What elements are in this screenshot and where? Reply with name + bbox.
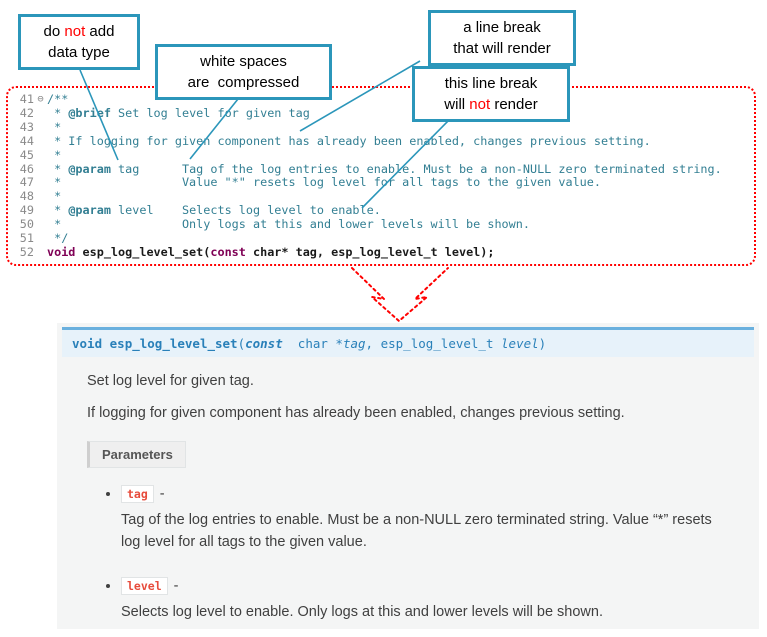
line-number: 49 bbox=[19, 203, 34, 218]
parameter-item: tag- Tag of the log entries to enable. M… bbox=[121, 485, 735, 554]
code-editor: 41⊖/**42 * @brief Set log level for give… bbox=[6, 86, 756, 266]
code-line: 44 * If logging for given component has … bbox=[12, 133, 752, 149]
code-text: * Only logs at this and lower levels wil… bbox=[47, 217, 530, 232]
code-line: 48 * bbox=[12, 189, 752, 204]
code-text: * bbox=[47, 119, 62, 134]
function-signature: void esp_log_level_set(const char *tag, … bbox=[62, 327, 754, 357]
code-text: * If logging for given component has alr… bbox=[47, 133, 651, 148]
code-text: void esp_log_level_set(const char* tag, … bbox=[47, 244, 495, 259]
fold-collapse-icon: ⊖ bbox=[37, 93, 44, 105]
fold-gutter bbox=[34, 107, 47, 121]
details-text: If logging for given component has alrea… bbox=[87, 405, 625, 421]
fold-gutter bbox=[34, 135, 47, 149]
code-line: 50 * Only logs at this and lower levels … bbox=[12, 217, 752, 232]
code-line: 45 * bbox=[12, 147, 752, 163]
fold-gutter bbox=[34, 121, 47, 135]
param-term-line: tag- bbox=[121, 485, 735, 503]
render-arrow-icon bbox=[351, 267, 449, 323]
line-number: 51 bbox=[19, 231, 34, 246]
fold-gutter bbox=[34, 218, 47, 232]
docs-body: Set log level for given tag. If logging … bbox=[87, 373, 735, 623]
line-number: 47 bbox=[19, 175, 34, 190]
code-text: */ bbox=[47, 231, 69, 246]
fold-gutter bbox=[34, 190, 47, 204]
fold-gutter bbox=[34, 246, 47, 260]
code-text: * @param tag Tag of the log entries to e… bbox=[47, 161, 722, 176]
code-line: 42 * @brief Set log level for given tag bbox=[12, 105, 752, 121]
param-name-level: level bbox=[121, 576, 168, 595]
param-desc-tag: Tag of the log entries to enable. Must b… bbox=[121, 512, 712, 551]
line-number: 41 bbox=[19, 92, 34, 106]
line-number: 50 bbox=[19, 217, 34, 232]
param-separator: - bbox=[173, 577, 179, 594]
code-text: * Value "*" resets log level for all tag… bbox=[47, 175, 601, 190]
param-name-tag: tag bbox=[121, 485, 154, 503]
line-number: 45 bbox=[19, 147, 34, 162]
line-number: 44 bbox=[19, 133, 34, 148]
fold-gutter bbox=[34, 204, 47, 218]
code-line: 46 * @param tag Tag of the log entries t… bbox=[12, 161, 752, 177]
code-text: * @brief Set log level for given tag bbox=[47, 105, 310, 120]
code-line: 47 * Value "*" resets log level for all … bbox=[12, 175, 752, 190]
parameter-item: level- Selects log level to enable. Only… bbox=[121, 576, 735, 623]
line-number: 52 bbox=[19, 244, 34, 259]
line-number: 42 bbox=[19, 105, 34, 120]
parameters-heading: Parameters bbox=[87, 441, 186, 468]
code-line: 52 void esp_log_level_set(const char* tag… bbox=[12, 244, 752, 260]
code-text: * bbox=[47, 147, 62, 162]
fold-gutter bbox=[34, 163, 47, 177]
code-lines: 41⊖/**42 * @brief Set log level for give… bbox=[12, 92, 752, 260]
param-term-line: level- bbox=[121, 576, 735, 595]
brief-text: Set log level for given tag. bbox=[87, 373, 254, 389]
code-line: 51 */ bbox=[12, 231, 752, 246]
line-number: 48 bbox=[19, 189, 34, 204]
param-desc-level: Selects log level to enable. Only logs a… bbox=[121, 603, 603, 620]
code-text: /** bbox=[47, 92, 69, 106]
code-line: 41⊖/** bbox=[12, 92, 752, 107]
rendered-docs-panel: void esp_log_level_set(const char *tag, … bbox=[57, 323, 759, 629]
fold-gutter bbox=[34, 232, 47, 246]
code-text: * bbox=[47, 189, 62, 204]
parameter-list: tag- Tag of the log entries to enable. M… bbox=[87, 485, 735, 623]
code-line: 49 * @param level Selects log level to e… bbox=[12, 203, 752, 218]
line-number: 43 bbox=[19, 119, 34, 134]
line-number: 46 bbox=[19, 161, 34, 176]
code-line: 43 * bbox=[12, 119, 752, 135]
fold-gutter bbox=[34, 149, 47, 163]
param-separator: - bbox=[159, 486, 165, 502]
fold-gutter bbox=[34, 176, 47, 190]
code-text: * @param level Selects log level to enab… bbox=[47, 203, 381, 218]
